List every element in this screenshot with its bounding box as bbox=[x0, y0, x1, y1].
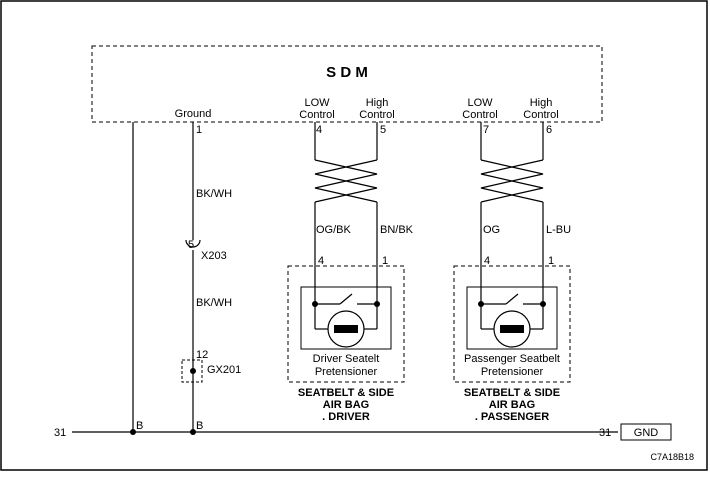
x203-pin: 5 bbox=[188, 239, 194, 251]
driver-pretensioner-body bbox=[300, 286, 392, 350]
ground-wire-color-upper: BK/WH bbox=[196, 188, 232, 200]
ground-wire-color-lower: BK/WH bbox=[196, 297, 232, 309]
driver-low-wire-color: OG/BK bbox=[316, 224, 352, 236]
pass-device-box bbox=[453, 265, 571, 383]
pass-squib-element bbox=[500, 325, 524, 333]
driver-low-label-1: LOW bbox=[304, 97, 330, 109]
figure-code: C7A18B18 bbox=[650, 452, 694, 462]
x203-connector-symbol bbox=[185, 239, 201, 248]
pass-pretensioner-body bbox=[466, 286, 558, 350]
driver-high-label-1: High bbox=[366, 97, 389, 109]
driver-switch-blade bbox=[339, 293, 353, 305]
pass-device-label-2: Pretensioner bbox=[481, 366, 544, 378]
driver-squib-element bbox=[334, 325, 358, 333]
bus-right-number: 31 bbox=[599, 427, 611, 439]
bus-left-number: 31 bbox=[54, 427, 66, 439]
driver-twisted-pair bbox=[314, 159, 378, 203]
pass-low-label-1: LOW bbox=[467, 97, 493, 109]
driver-device-box bbox=[287, 265, 405, 383]
pass-low-label-2: Control bbox=[462, 109, 497, 121]
pass-caption-1: SEATBELT & SIDE bbox=[464, 387, 560, 399]
pass-high-label-2: Control bbox=[523, 109, 558, 121]
driver-high-wire-color: BN/BK bbox=[380, 224, 414, 236]
pass-low-pin: 7 bbox=[483, 124, 489, 136]
bus-splice-left-label: B bbox=[136, 420, 143, 432]
gnd-terminal-label: GND bbox=[634, 427, 659, 439]
pass-low-wire-color: OG bbox=[483, 224, 500, 236]
bus-splice-right bbox=[190, 429, 196, 435]
sdm-title: S D M bbox=[326, 64, 368, 81]
x203-name: X203 bbox=[201, 250, 227, 262]
pass-high-wire-color: L-BU bbox=[546, 224, 571, 236]
driver-device-label-1: Driver Seatelt bbox=[313, 353, 380, 365]
driver-low-pin: 4 bbox=[316, 124, 322, 136]
gx201-box bbox=[181, 359, 203, 383]
gnd-terminal-box bbox=[620, 423, 672, 441]
bus-splice-left bbox=[130, 429, 136, 435]
pass-caption-3: . PASSENGER bbox=[475, 411, 549, 423]
pass-pin-high: 1 bbox=[548, 255, 554, 267]
driver-caption-3: . DRIVER bbox=[322, 411, 370, 423]
driver-pin-low: 4 bbox=[318, 255, 324, 267]
pass-device-label-1: Passenger Seatbelt bbox=[464, 353, 560, 365]
pass-caption-2: AIR BAG bbox=[489, 399, 535, 411]
sdm-module-box bbox=[91, 45, 603, 123]
gx201-name: GX201 bbox=[207, 364, 241, 376]
driver-high-label-2: Control bbox=[359, 109, 394, 121]
ground-pin-number: 1 bbox=[196, 124, 202, 136]
driver-high-pin: 5 bbox=[380, 124, 386, 136]
bus-splice-right-label: B bbox=[196, 420, 203, 432]
gx201-pin: 12 bbox=[196, 349, 208, 361]
pass-high-label-1: High bbox=[530, 97, 553, 109]
pass-high-pin: 6 bbox=[546, 124, 552, 136]
driver-low-label-2: Control bbox=[299, 109, 334, 121]
pass-switch-blade bbox=[505, 293, 519, 305]
pass-pin-low: 4 bbox=[484, 255, 490, 267]
driver-device-label-2: Pretensioner bbox=[315, 366, 378, 378]
pass-twisted-pair bbox=[480, 159, 544, 203]
driver-caption-2: AIR BAG bbox=[323, 399, 369, 411]
gx201-dot bbox=[190, 368, 196, 374]
driver-pin-high: 1 bbox=[382, 255, 388, 267]
driver-caption-1: SEATBELT & SIDE bbox=[298, 387, 394, 399]
ground-pin-label: Ground bbox=[175, 108, 212, 120]
